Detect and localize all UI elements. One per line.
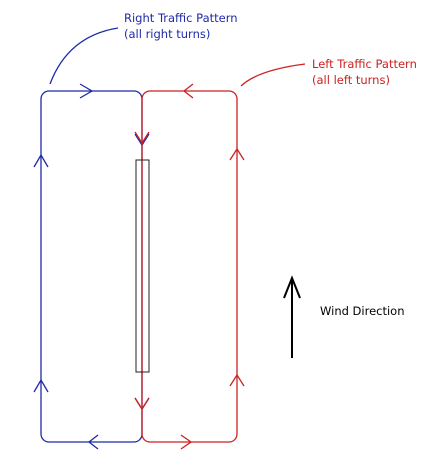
right-pattern-title: Right Traffic Pattern xyxy=(124,11,238,25)
left-traffic-pattern xyxy=(134,63,306,450)
left-pattern-arrow-icon xyxy=(134,131,150,145)
right-pattern-arrow-icon xyxy=(79,83,94,99)
right-traffic-pattern xyxy=(33,27,150,450)
left-pattern-subtitle: (all left turns) xyxy=(312,73,390,87)
left-pattern-arrow-icon xyxy=(182,83,194,99)
right-pattern-arrow-icon xyxy=(87,434,99,450)
left-pattern-circuit xyxy=(141,90,238,443)
wind-direction-label: Wind Direction xyxy=(320,304,405,318)
left-pattern-arrow-icon xyxy=(134,397,150,411)
left-pattern-callout-line xyxy=(240,63,306,87)
left-pattern-arrow-icon xyxy=(180,434,193,450)
right-pattern-callout-line xyxy=(49,27,119,85)
up-arrow-icon xyxy=(283,275,301,358)
right-pattern-arrow-icon xyxy=(33,153,49,168)
left-pattern-title: Left Traffic Pattern xyxy=(312,57,417,71)
left-pattern-arrow-icon xyxy=(229,373,245,387)
right-pattern-arrow-icon xyxy=(33,378,49,393)
right-pattern-subtitle: (all right turns) xyxy=(124,27,210,41)
right-pattern-circuit xyxy=(40,90,143,443)
left-pattern-arrow-icon xyxy=(229,147,245,161)
runway xyxy=(135,159,150,373)
